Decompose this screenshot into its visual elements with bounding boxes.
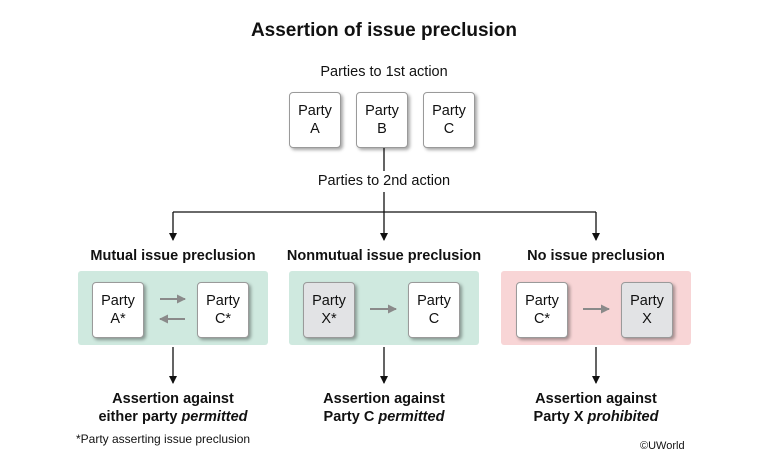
party-c-box: Party C — [423, 92, 475, 148]
mutual-heading: Mutual issue preclusion — [90, 248, 256, 264]
mutual-left-line1: Party — [101, 293, 135, 309]
mutual-result-line1: Assertion against — [112, 391, 234, 407]
no-preclusion-heading: No issue preclusion — [527, 248, 665, 264]
no-preclusion-result-line2: Party X — [533, 409, 588, 425]
mutual-left-party: Party A* — [92, 282, 144, 338]
party-a-box: Party A — [289, 92, 341, 148]
nonmutual-result-line1: Assertion against — [323, 391, 445, 407]
nonmutual-right-line2: C — [428, 311, 440, 327]
nonmutual-left-line2: X* — [321, 311, 337, 327]
mutual-result-line2: either party — [98, 409, 182, 425]
no-preclusion-right-line2: X — [642, 311, 652, 327]
party-b-line2: B — [377, 121, 387, 137]
no-preclusion-left-line1: Party — [525, 293, 559, 309]
no-preclusion-left-line2: C* — [533, 311, 551, 327]
no-preclusion-result-emph: prohibited — [587, 409, 659, 425]
mutual-left-line2: A* — [110, 311, 126, 327]
nonmutual-left-line1: Party — [312, 293, 346, 309]
mutual-result: Assertion against either party permitted — [53, 390, 293, 426]
mutual-right-line2: C* — [214, 311, 232, 327]
no-preclusion-result-line1: Assertion against — [535, 391, 657, 407]
party-a-line1: Party — [298, 103, 332, 119]
diagram-title: Assertion of issue preclusion — [250, 20, 518, 41]
mutual-result-emph: permitted — [181, 409, 248, 425]
first-action-label: Parties to 1st action — [320, 64, 448, 80]
party-b-line1: Party — [365, 103, 399, 119]
no-preclusion-left-party: Party C* — [516, 282, 568, 338]
no-preclusion-right-line1: Party — [630, 293, 664, 309]
party-a-line2: A — [310, 121, 320, 137]
nonmutual-result-emph: permitted — [378, 409, 445, 425]
mutual-right-line1: Party — [206, 293, 240, 309]
footnote: *Party asserting issue preclusion — [76, 432, 251, 446]
nonmutual-result: Assertion against Party C permitted — [264, 390, 504, 426]
party-b-box: Party B — [356, 92, 408, 148]
party-c-line1: Party — [432, 103, 466, 119]
nonmutual-result-line2: Party C — [323, 409, 379, 425]
no-preclusion-right-party: Party X — [621, 282, 673, 338]
nonmutual-right-party: Party C — [408, 282, 460, 338]
nonmutual-left-party: Party X* — [303, 282, 355, 338]
nonmutual-heading: Nonmutual issue preclusion — [286, 248, 482, 264]
copyright: ©UWorld — [640, 440, 685, 452]
no-preclusion-result: Assertion against Party X prohibited — [476, 390, 716, 426]
second-action-label: Parties to 2nd action — [317, 173, 451, 189]
nonmutual-right-line1: Party — [417, 293, 451, 309]
mutual-right-party: Party C* — [197, 282, 249, 338]
party-c-line2: C — [443, 121, 455, 137]
